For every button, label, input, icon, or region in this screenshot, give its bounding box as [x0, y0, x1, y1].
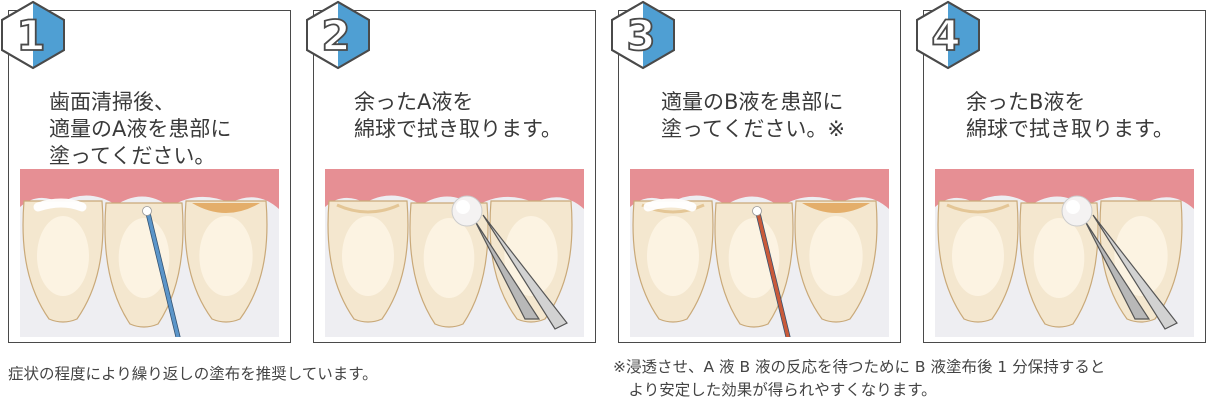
svg-text:2: 2: [321, 11, 350, 60]
step-panel-4: 4 余ったB液を 綿球で拭き取ります。: [923, 10, 1206, 343]
tooth-illustration: [935, 169, 1194, 337]
svg-text:4: 4: [931, 11, 960, 60]
step-number-badge: 4: [912, 0, 984, 71]
step-number-badge: 1: [0, 0, 69, 71]
note-repeat-application: 症状の程度により繰り返しの塗布を推奨しています。: [8, 363, 378, 386]
note-hold-time: ※浸透させ、A 液 B 液の反応を待つために B 液塗布後 1 分保持すると よ…: [613, 356, 1105, 402]
step-instruction: 歯面清掃後、 適量のA液を患部に 塗ってください。: [49, 89, 231, 170]
step-instruction: 余ったB液を 綿球で拭き取ります。: [966, 89, 1174, 143]
step-panel-3: 3 適量のB液を患部に 塗ってください。※: [618, 10, 901, 343]
step-number-badge: 3: [607, 0, 679, 71]
tooth-illustration: [20, 169, 279, 337]
step-instruction: 余ったA液を 綿球で拭き取ります。: [354, 89, 562, 143]
tooth-illustration: [630, 169, 889, 337]
step-instruction: 適量のB液を患部に 塗ってください。※: [661, 89, 845, 143]
svg-text:1: 1: [16, 11, 45, 60]
tooth-illustration: [325, 169, 584, 337]
step-number-badge: 2: [302, 0, 374, 71]
svg-text:3: 3: [626, 11, 655, 60]
step-panel-2: 2 余ったA液を 綿球で拭き取ります。: [313, 10, 596, 343]
step-panel-1: 1 歯面清掃後、 適量のA液を患部に 塗ってください。: [8, 10, 291, 343]
